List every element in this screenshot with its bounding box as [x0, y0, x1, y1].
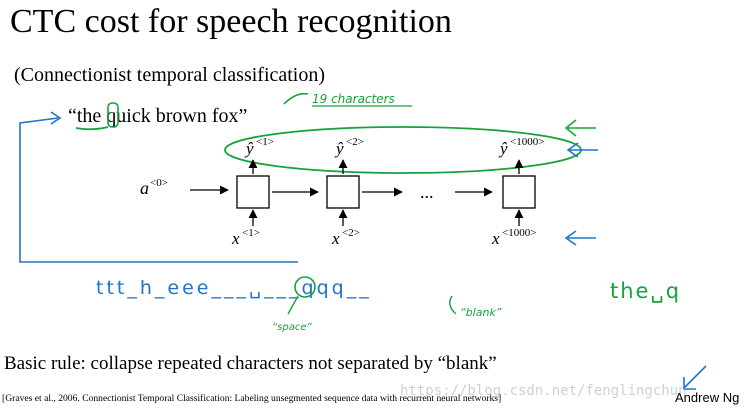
output-y2-superscript: <2>: [346, 136, 364, 148]
input-x2: x: [331, 229, 340, 248]
ellipsis: ...: [420, 182, 434, 202]
space-pointer: [287, 295, 299, 315]
space-label: “space”: [272, 322, 313, 333]
blue-arrow-bottom-icon: [564, 230, 596, 246]
input-x1-superscript: <1>: [242, 227, 260, 239]
author-name: Andrew Ng: [675, 390, 740, 405]
space-highlight-box: [107, 102, 119, 128]
output-y1-superscript: <1>: [256, 136, 274, 148]
note-hook: [283, 92, 309, 105]
rnn-cell-2: [326, 159, 360, 226]
input-x1: x: [231, 229, 240, 248]
input-x2-superscript: <2>: [342, 227, 360, 239]
collapsed-result: the␣q: [610, 279, 681, 303]
output-y2: ŷ: [334, 139, 344, 158]
the-underline: [75, 126, 109, 131]
output-y1000-superscript: <1000>: [510, 136, 544, 148]
input-x1000-superscript: <1000>: [502, 227, 536, 239]
basic-rule: Basic rule: collapse repeated characters…: [4, 353, 497, 374]
citation: [Graves et al., 2006. Connectionist Temp…: [2, 393, 502, 404]
slide-title: CTC cost for speech recognition: [10, 3, 452, 40]
right-arrows: [564, 119, 598, 246]
a0-superscript: <0>: [150, 177, 168, 189]
rnn-cell-3: [502, 159, 536, 226]
input-x1000: x: [491, 229, 500, 248]
output-ellipse: [224, 126, 582, 174]
rnn-cell-1: [236, 159, 270, 226]
watermark: https://blog.csdn.net/fenglingchun: [400, 383, 687, 399]
output-sequence: ttt_h_eee___␣___qqq__: [96, 277, 372, 299]
blank-label: “blank”: [460, 306, 502, 319]
slide-subtitle: (Connectionist temporal classification): [14, 64, 326, 86]
blank-pointer: [449, 295, 457, 315]
characters-note: 19 characters: [312, 92, 395, 106]
blue-arrow-top-icon: [566, 142, 598, 158]
space-circle: [294, 276, 316, 298]
a0-label: a: [140, 178, 149, 198]
left-bracket: [19, 111, 298, 263]
green-arrow-icon: [564, 119, 596, 137]
output-y1: ŷ: [244, 139, 254, 158]
example-sentence: “the quick brown fox”: [68, 105, 247, 127]
output-y1000: ŷ: [498, 139, 508, 158]
citation-arrow-icon: [683, 365, 707, 390]
sentence-annotations: 19 characters: [75, 92, 412, 131]
